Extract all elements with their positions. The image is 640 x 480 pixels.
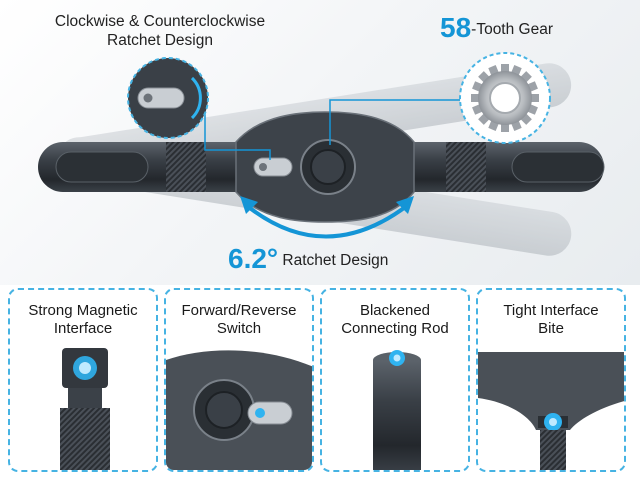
feature-title-line-1: Forward/Reverse [181,302,297,319]
feature-title: Blackened Connecting Rod [322,302,468,338]
feature-title-line-2: Connecting Rod [341,320,449,337]
gear-tooth [501,64,509,74]
ratchet-direction-caption: Clockwise & Counterclockwise Ratchet Des… [40,12,280,50]
feature-title-line-1: Blackened [359,302,431,319]
feature-panel-rod: Blackened Connecting Rod [320,288,470,472]
gear-zoom-circle [459,52,551,144]
feature-title-line-2: Interface [53,320,113,337]
caption-line-1: Clockwise & Counterclockwise [54,13,266,30]
feature-panel-magnetic: Strong Magnetic Interface [8,288,158,472]
feature-title-line-2: Switch [216,320,262,337]
switch-zoom-circle [127,57,209,139]
feature-title: Forward/Reverse Switch [166,302,312,338]
feature-title: Strong Magnetic Interface [10,302,156,338]
ratchet-handle [38,111,605,223]
feature-title-line-1: Tight Interface [503,302,599,319]
feature-title: Tight Interface Bite [478,302,624,338]
feature-panel-bite: Tight Interface Bite [476,288,626,472]
feature-title-line-1: Strong Magnetic [28,302,138,319]
gear-tooth-count: 58 [440,12,472,43]
caption-line-2: Ratchet Design [107,32,213,49]
swing-angle-arrows [240,196,414,239]
ratchet-illustration [38,52,605,256]
feature-title-line-2: Bite [538,320,564,337]
switch-illustration [166,350,312,470]
angle-caption-suffix: Ratchet Design [278,252,389,269]
gear-caption: 58-Tooth Gear [440,12,630,44]
gear-tooth [501,122,509,132]
hero-section: Clockwise & Counterclockwise Ratchet Des… [0,0,640,285]
rod-illustration [373,350,421,470]
angle-caption: 6.2° Ratchet Design [228,243,428,275]
gear-caption-suffix: -Tooth Gear [471,21,554,38]
angle-value: 6.2° [228,243,279,274]
bite-illustration [478,352,624,470]
feature-panel-switch: Forward/Reverse Switch [164,288,314,472]
magnetic-bit-illustration [60,348,110,470]
